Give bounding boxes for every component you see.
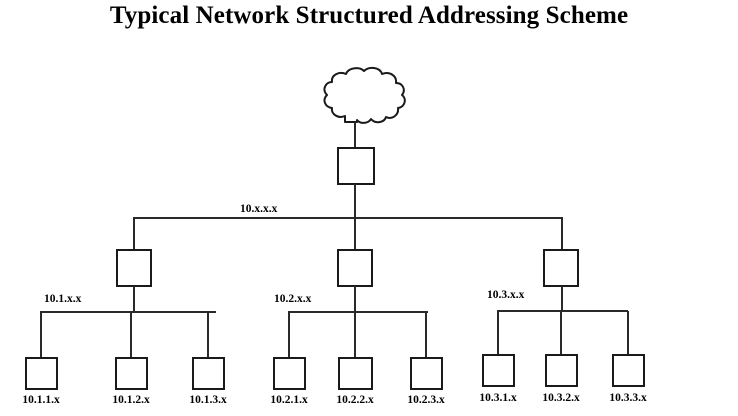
core-router-box[interactable]: [337, 147, 375, 185]
leaf-box-10-2-1[interactable]: [273, 357, 306, 390]
branch-10-2: 10.2.x.x 10.2.1.x 10.2.2.x 10.2.3.x: [270, 218, 445, 406]
branch-router-3-box[interactable]: [543, 249, 579, 287]
cloud-outline: [323, 66, 406, 124]
leaf-label-10-2-3: 10.2.3.x: [407, 394, 445, 406]
leaf-label-10-3-2: 10.3.2.x: [542, 392, 580, 404]
leaf-label-10-2-1: 10.2.1.x: [270, 394, 308, 406]
backbone-label: 10.x.x.x: [240, 203, 278, 215]
leaf-label-10-1-3: 10.1.3.x: [189, 394, 227, 406]
branch-label-3: 10.3.x.x: [487, 289, 525, 301]
internet-cloud: [323, 66, 406, 124]
leaf-box-10-3-2[interactable]: [545, 354, 578, 387]
leaf-box-10-3-1[interactable]: [482, 354, 515, 387]
leaf-box-10-1-2[interactable]: [115, 357, 148, 390]
leaf-box-10-1-1[interactable]: [25, 357, 58, 390]
leaf-label-10-2-2: 10.2.2.x: [336, 394, 374, 406]
leaf-label-10-1-2: 10.1.2.x: [112, 394, 150, 406]
leaf-box-10-2-2[interactable]: [338, 357, 373, 390]
branch-10-3: 10.3.x.x 10.3.1.x 10.3.2.x 10.3.3.x: [479, 218, 647, 404]
page-title: Typical Network Structured Addressing Sc…: [109, 2, 629, 29]
branch-10-1: 10.1.x.x 10.1.1.x 10.1.2.x 10.1.3.x: [22, 218, 227, 406]
branch-router-2-box[interactable]: [337, 249, 373, 287]
leaf-label-10-1-1: 10.1.1.x: [22, 394, 60, 406]
branch-label-2: 10.2.x.x: [274, 293, 312, 305]
leaf-label-10-3-3: 10.3.3.x: [609, 392, 647, 404]
branch-router-1-box[interactable]: [116, 249, 152, 287]
branch-label-1: 10.1.x.x: [44, 293, 82, 305]
leaf-label-10-3-1: 10.3.1.x: [479, 392, 517, 404]
leaf-box-10-2-3[interactable]: [410, 357, 443, 390]
leaf-box-10-3-3[interactable]: [612, 354, 645, 387]
leaf-box-10-1-3[interactable]: [192, 357, 225, 390]
